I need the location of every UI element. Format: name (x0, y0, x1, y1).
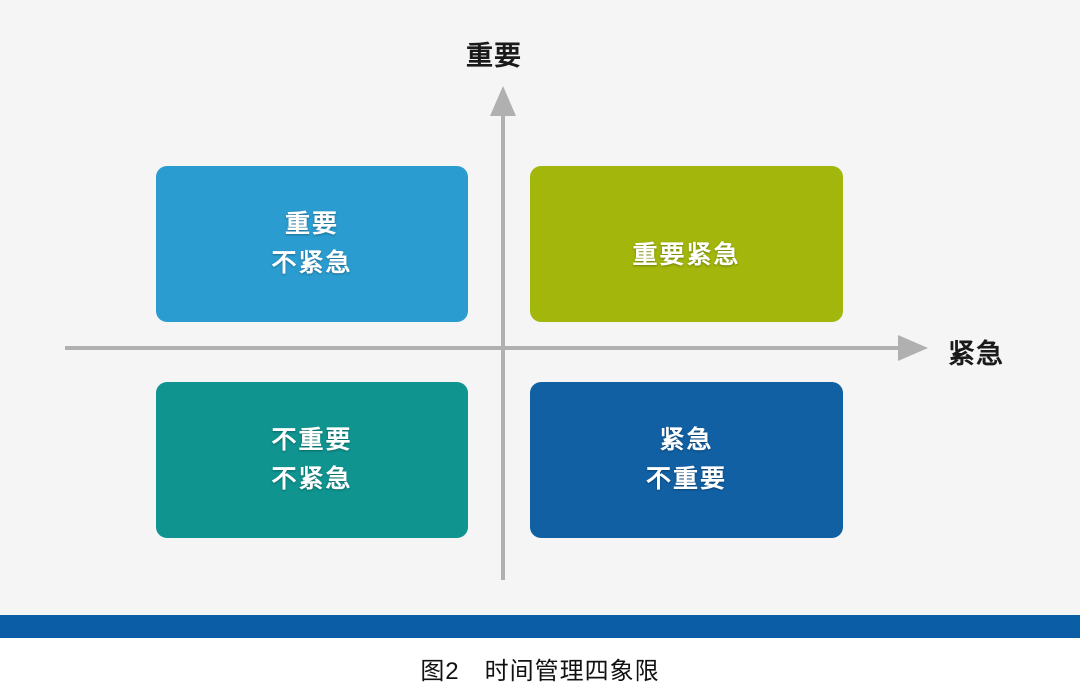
quadrant-label-line: 不重要 (271, 426, 353, 455)
quadrant-important-not-urgent: 重要 不紧急 (156, 166, 476, 324)
quadrant-label-line: 不紧急 (271, 249, 353, 277)
quadrant-label-line: 紧急 (659, 426, 714, 455)
quadrant-label-line: 不重要 (645, 465, 727, 493)
x-axis-line (65, 346, 900, 350)
figure-caption: 图2 时间管理四象限 (420, 658, 660, 685)
arrow-right-icon (898, 335, 928, 361)
y-axis-label: 重要 (466, 41, 522, 71)
x-axis-label: 紧急 (948, 339, 1004, 369)
quadrant-label-line: 重要 (284, 210, 339, 239)
footer-accent-bar (0, 615, 1080, 638)
diagram-canvas: 重要 紧急 重要 不紧急 重要紧急 不重要 不紧急 紧急 不重要 (65, 41, 1004, 580)
quadrant-urgent-not-important: 紧急 不重要 (530, 382, 851, 540)
quadrant-label-line: 重要紧急 (632, 240, 741, 269)
arrow-up-icon (490, 86, 516, 116)
y-axis-line (501, 100, 505, 580)
quadrant-important-urgent: 重要紧急 (530, 166, 851, 324)
quadrant-label-line: 不紧急 (271, 465, 353, 493)
caption-area: 图2 时间管理四象限 (0, 638, 1080, 699)
quadrant-not-important-not-urgent: 不重要 不紧急 (156, 382, 476, 540)
